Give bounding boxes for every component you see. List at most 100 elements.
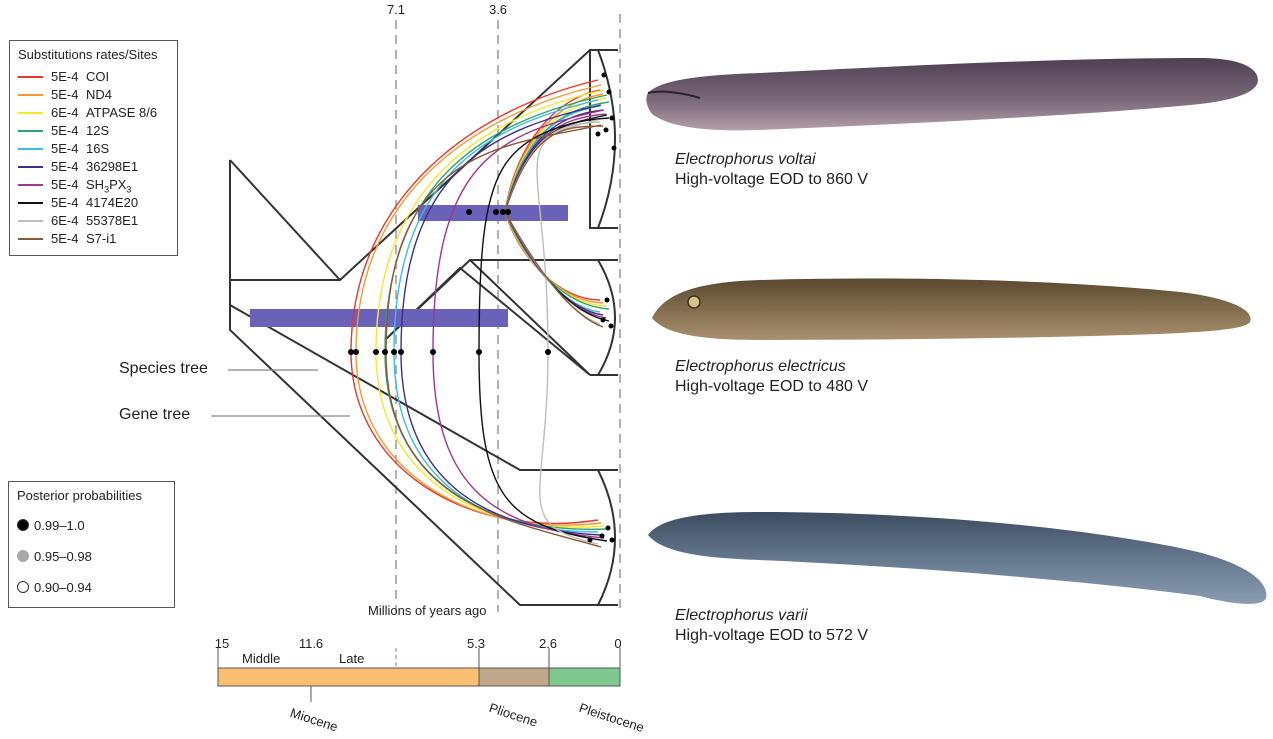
node-dot <box>601 318 606 323</box>
node-dot <box>588 538 593 543</box>
top-tick-3-6: 3.6 <box>489 2 507 17</box>
posterior-dot-mid <box>17 550 29 562</box>
legend-site: SH3PX3 <box>86 177 131 195</box>
legend-rate: 5E-4 <box>51 123 78 138</box>
legend-rate: 5E-4 <box>51 195 78 210</box>
timescale-tick-0: 0 <box>614 636 621 651</box>
species-voltage-electricus: High-voltage EOD to 480 V <box>675 378 868 396</box>
node-dot <box>505 209 511 215</box>
axis-title: Millions of years ago <box>368 603 487 618</box>
species-tree-lower-edge <box>230 280 590 470</box>
legend-swatch <box>18 184 43 186</box>
legend-swatch <box>18 220 43 222</box>
gene-curve-lower <box>401 352 601 535</box>
top-tick-7-1: 7.1 <box>387 2 405 17</box>
node-dot <box>430 349 436 355</box>
eel-electricus-image <box>652 279 1251 341</box>
species-voltage-varii: High-voltage EOD to 572 V <box>675 627 868 645</box>
legend-site: 55378E1 <box>86 213 138 228</box>
subepoch-middle: Middle <box>242 651 280 666</box>
node-dot <box>493 209 499 215</box>
node-age-bar-inner <box>418 205 568 221</box>
legend-rate: 6E-4 <box>51 105 78 120</box>
node-dot <box>600 534 605 539</box>
timescale-tick-11-6: 11.6 <box>299 636 323 651</box>
legend-site: 16S <box>86 141 109 156</box>
node-dot <box>545 349 551 355</box>
posterior-label-mid: 0.95–0.98 <box>34 549 92 564</box>
legend-swatch <box>18 130 43 132</box>
eel-varii-image <box>648 512 1266 604</box>
posterior-dot-high <box>17 519 29 531</box>
species-name-varii: Electrophorus varii <box>675 607 808 625</box>
gene-curve-lower <box>540 352 598 544</box>
legend-site: COI <box>86 69 109 84</box>
gene-curve-lower <box>356 352 601 525</box>
node-dot <box>609 324 614 329</box>
pliocene-band <box>479 668 549 686</box>
species-tree-outer <box>230 50 618 280</box>
legend-rate: 6E-4 <box>51 213 78 228</box>
legend-site: 12S <box>86 123 109 138</box>
legend-rate: 5E-4 <box>51 177 78 192</box>
species-name-voltai: Electrophorus voltai <box>675 151 816 169</box>
legend-site: ATPASE 8/6 <box>86 105 157 120</box>
legend-swatch <box>18 166 43 168</box>
legend-site: 36298E1 <box>86 159 138 174</box>
node-age-bar-root <box>250 309 508 327</box>
gene-curve-mid <box>505 212 603 303</box>
posterior-label-high: 0.99–1.0 <box>34 518 85 533</box>
species-name-electricus: Electrophorus electricus <box>675 358 846 376</box>
legend-swatch <box>18 148 43 150</box>
gene-curve-lower <box>351 352 598 523</box>
pleistocene-band <box>549 668 620 686</box>
subepoch-late: Late <box>339 651 364 666</box>
legend-site: ND4 <box>86 87 112 102</box>
posterior-legend-title: Posterior probabilities <box>17 488 142 503</box>
node-dot <box>610 116 615 121</box>
legend-swatch <box>18 202 43 204</box>
legend-rate: 5E-4 <box>51 159 78 174</box>
legend-rate: 5E-4 <box>51 231 78 246</box>
species-tree-outer-bottom <box>230 305 590 605</box>
timescale-tick-2-6: 2.6 <box>539 636 557 651</box>
substitution-legend-title: Substitutions rates/Sites <box>18 47 157 62</box>
node-dot <box>382 349 388 355</box>
miocene-band <box>218 668 479 686</box>
legend-swatch <box>18 94 43 96</box>
node-dot <box>607 90 612 95</box>
species-voltage-voltai: High-voltage EOD to 860 V <box>675 171 868 189</box>
node-dot <box>605 298 610 303</box>
node-dot <box>391 349 397 355</box>
legend-site: 4174E20 <box>86 195 138 210</box>
eel-voltai-image <box>646 58 1258 130</box>
posterior-dot-low <box>17 581 29 593</box>
species-tree-label: Species tree <box>119 360 208 378</box>
posterior-legend: Posterior probabilities 0.99–1.0 0.95–0.… <box>8 481 175 608</box>
node-dot <box>602 73 607 78</box>
gene-curve-upper <box>537 120 598 352</box>
legend-rate: 5E-4 <box>51 141 78 156</box>
gene-curve-lower <box>394 352 598 532</box>
node-dot <box>606 526 611 531</box>
legend-rate: 5E-4 <box>51 69 78 84</box>
node-dot <box>610 538 615 543</box>
legend-rate: 5E-4 <box>51 87 78 102</box>
timescale-tick-15: 15 <box>215 636 229 651</box>
legend-swatch <box>18 238 43 240</box>
node-dot <box>398 349 404 355</box>
timescale-tick-5-3: 5.3 <box>467 636 485 651</box>
gene-curve-lower <box>386 352 601 547</box>
node-dot <box>604 128 609 133</box>
gene-tree-label: Gene tree <box>119 406 190 424</box>
legend-swatch <box>18 112 43 114</box>
node-dot <box>466 209 472 215</box>
node-dot <box>353 349 359 355</box>
node-dot <box>373 349 379 355</box>
posterior-label-low: 0.90–0.94 <box>34 580 92 595</box>
legend-swatch <box>18 76 43 78</box>
node-dot <box>612 146 617 151</box>
legend-site: S7-i1 <box>86 231 116 246</box>
node-dot <box>596 132 601 137</box>
